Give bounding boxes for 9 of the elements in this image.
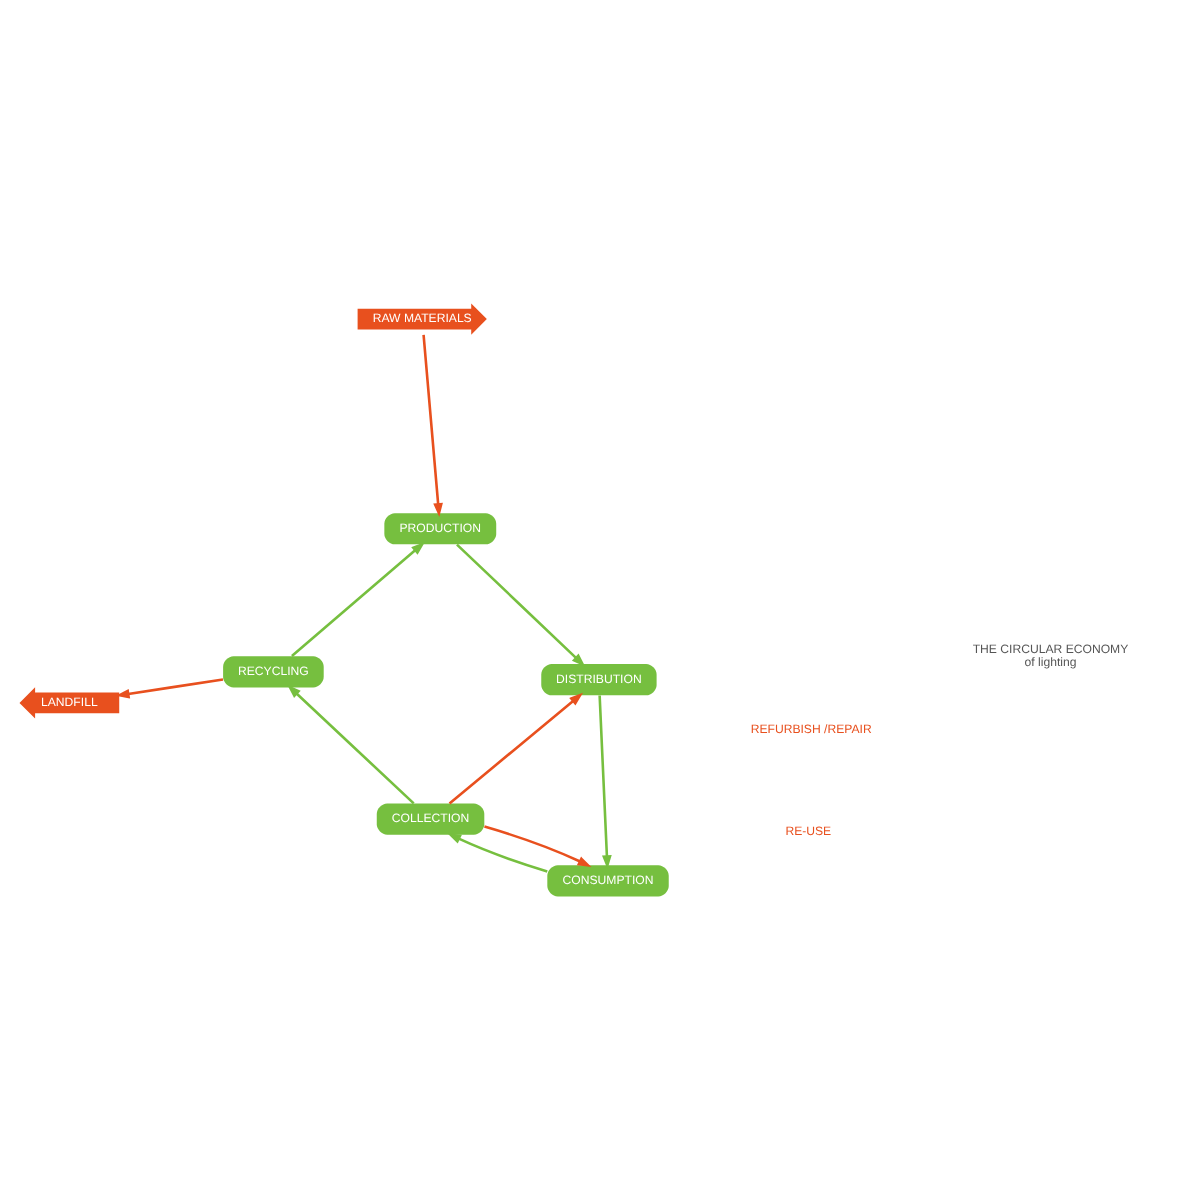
arrow	[456, 543, 586, 667]
arrow	[448, 692, 584, 805]
arrow	[422, 334, 443, 517]
arrow	[598, 695, 612, 870]
arrow	[291, 541, 425, 657]
arrow	[447, 833, 548, 873]
arrow	[484, 825, 592, 867]
arrow	[287, 684, 415, 805]
arrow	[115, 678, 224, 699]
